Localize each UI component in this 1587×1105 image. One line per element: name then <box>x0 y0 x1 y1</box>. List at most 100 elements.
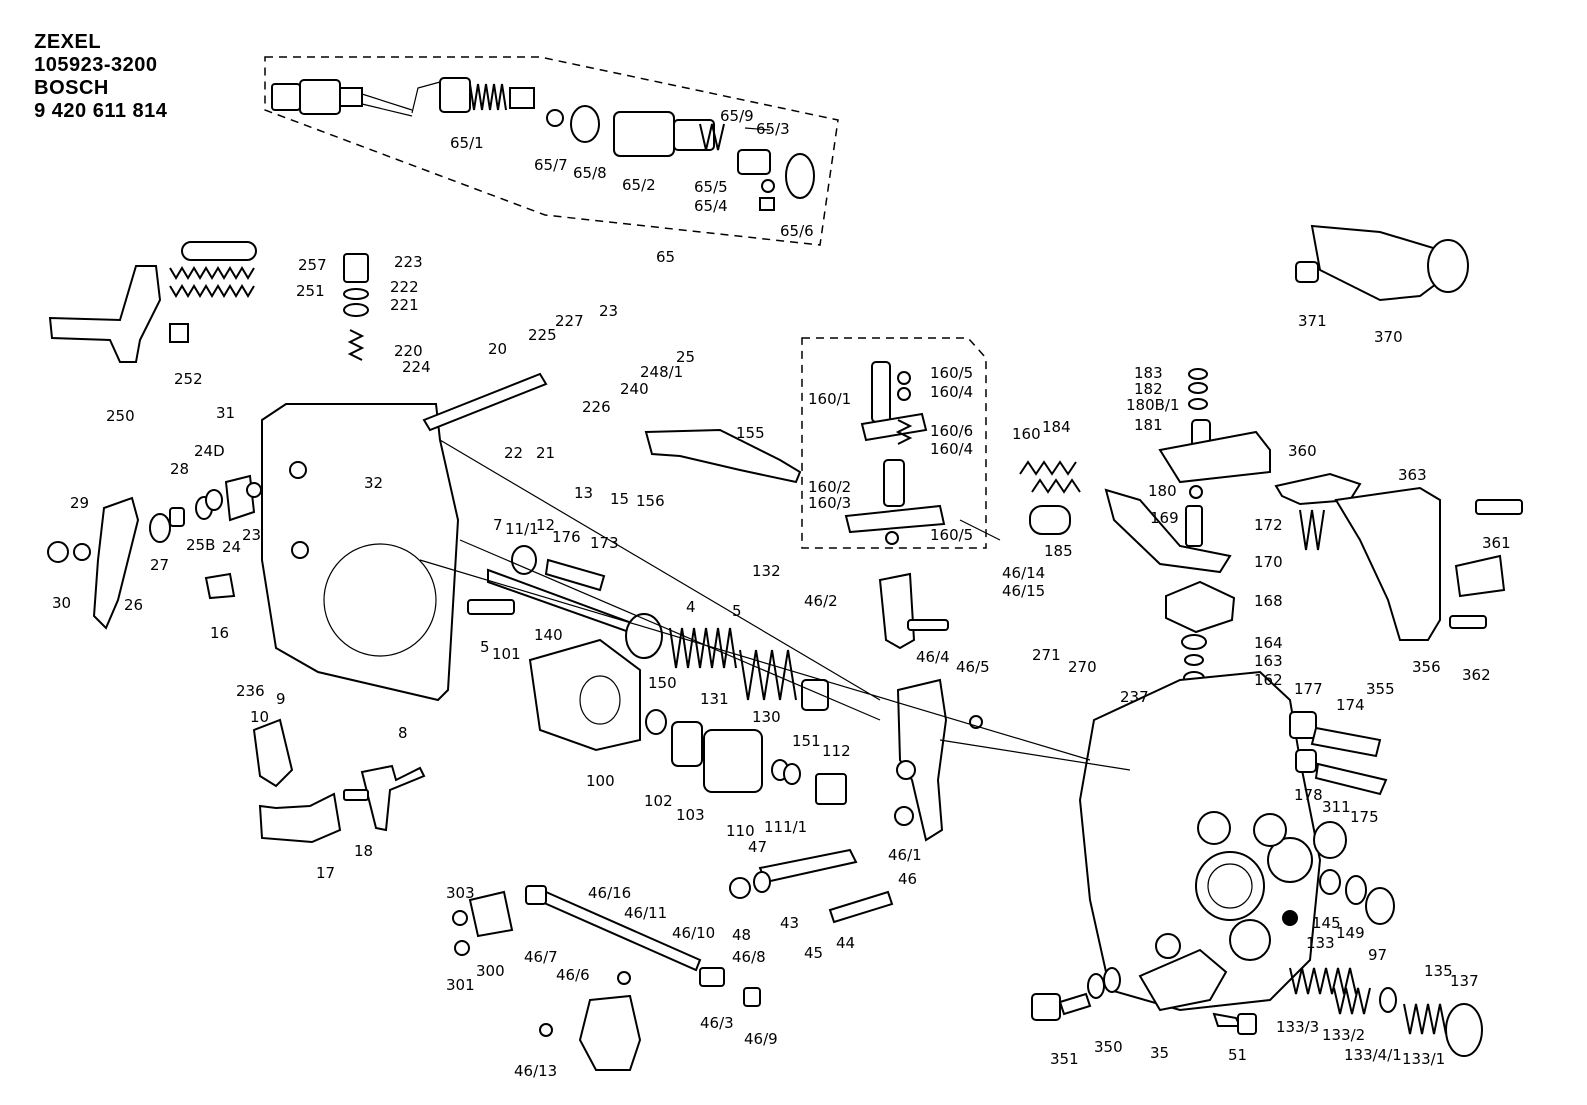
label-45: 45 <box>804 944 823 962</box>
label-145: 145 <box>1312 914 1341 932</box>
label-43: 43 <box>780 914 799 932</box>
label-162: 162 <box>1254 671 1283 689</box>
label-101: 101 <box>492 645 521 663</box>
label-156: 156 <box>636 492 665 510</box>
label-351: 351 <box>1050 1050 1079 1068</box>
label-160: 160 <box>1012 425 1041 443</box>
label-226: 226 <box>582 398 611 416</box>
label-46-15: 46/15 <box>1002 582 1045 600</box>
group-370-actuator <box>1295 224 1469 302</box>
label-370: 370 <box>1374 328 1403 346</box>
label-102: 102 <box>644 792 673 810</box>
label-46-11: 46/11 <box>624 904 667 922</box>
label-271: 271 <box>1032 646 1061 664</box>
label-22: 22 <box>504 444 523 462</box>
label-100: 100 <box>586 772 615 790</box>
label-48: 48 <box>732 926 751 944</box>
label-46-7: 46/7 <box>524 948 558 966</box>
label-18: 18 <box>354 842 373 860</box>
group-lever-26 <box>47 474 262 630</box>
label-46: 46 <box>898 870 917 888</box>
label-28: 28 <box>170 460 189 478</box>
label-65: 65 <box>656 248 675 266</box>
label-133-1: 133/1 <box>1402 1050 1445 1068</box>
label-311: 311 <box>1322 798 1351 816</box>
label-35: 35 <box>1150 1044 1169 1062</box>
label-175: 175 <box>1350 808 1379 826</box>
group-250-bracket <box>48 241 257 363</box>
label-270: 270 <box>1068 658 1097 676</box>
label-176: 176 <box>552 528 581 546</box>
label-112: 112 <box>822 742 851 760</box>
label-20: 20 <box>488 340 507 358</box>
label-222: 222 <box>390 278 419 296</box>
part-number-bosch: 9 420 611 814 <box>34 100 168 122</box>
label-137: 137 <box>1450 972 1479 990</box>
label-303: 303 <box>446 884 475 902</box>
label-250: 250 <box>106 407 135 425</box>
group-46-lever <box>729 572 983 924</box>
label-237: 237 <box>1120 688 1149 706</box>
label-363: 363 <box>1398 466 1427 484</box>
label-32: 32 <box>364 474 383 492</box>
label-31: 31 <box>216 404 235 422</box>
label-356: 356 <box>1412 658 1441 676</box>
label-180: 180 <box>1148 482 1177 500</box>
label-29: 29 <box>70 494 89 512</box>
label-181: 181 <box>1134 416 1163 434</box>
group-bottom-base <box>1031 948 1257 1035</box>
label-132: 132 <box>752 562 781 580</box>
label-46-6: 46/6 <box>556 966 590 984</box>
label-133-2: 133/2 <box>1322 1026 1365 1044</box>
label-97: 97 <box>1368 946 1387 964</box>
label-10: 10 <box>250 708 269 726</box>
label-25: 25 <box>676 348 695 366</box>
label-26: 26 <box>124 596 143 614</box>
label-221: 221 <box>390 296 419 314</box>
label-178: 178 <box>1294 786 1323 804</box>
label-23b: 23 <box>242 526 261 544</box>
group-184-springs <box>1019 460 1081 535</box>
label-46-4: 46/4 <box>916 648 950 666</box>
governor-flyweights-100 <box>528 638 847 805</box>
label-46-10: 46/10 <box>672 924 715 942</box>
group-bolts-right <box>1289 711 1388 796</box>
label-248-1: 248/1 <box>640 363 683 381</box>
label-227: 227 <box>555 312 584 330</box>
label-65-3: 65/3 <box>756 120 790 138</box>
group-65-solenoid <box>264 56 839 246</box>
label-151: 151 <box>792 732 821 750</box>
label-65-2: 65/2 <box>622 176 656 194</box>
label-110: 110 <box>726 822 755 840</box>
leader-lines <box>419 439 1131 771</box>
label-225: 225 <box>528 326 557 344</box>
label-65-7: 65/7 <box>534 156 568 174</box>
label-24: 24 <box>222 538 241 556</box>
label-65-5: 65/5 <box>694 178 728 196</box>
label-220: 220 <box>394 342 423 360</box>
label-46-9: 46/9 <box>744 1030 778 1048</box>
label-65-8: 65/8 <box>573 164 607 182</box>
label-177: 177 <box>1294 680 1323 698</box>
label-46-2: 46/2 <box>804 592 838 610</box>
label-5b: 5 <box>480 638 490 656</box>
part-number-zexel: 105923-3200 <box>34 54 158 76</box>
label-361: 361 <box>1482 534 1511 552</box>
label-184: 184 <box>1042 418 1071 436</box>
group-46-linkage <box>452 885 761 1071</box>
label-51: 51 <box>1228 1046 1247 1064</box>
label-130: 130 <box>752 708 781 726</box>
label-173: 173 <box>590 534 619 552</box>
group-180-stop <box>1104 368 1271 685</box>
label-21: 21 <box>536 444 555 462</box>
label-240: 240 <box>620 380 649 398</box>
label-160-4a: 160/4 <box>930 383 973 401</box>
label-47: 47 <box>748 838 767 856</box>
label-27: 27 <box>150 556 169 574</box>
label-5a: 5 <box>732 602 742 620</box>
label-155: 155 <box>736 424 765 442</box>
label-160-5b: 160/5 <box>930 526 973 544</box>
label-350: 350 <box>1094 1038 1123 1056</box>
label-46-16: 46/16 <box>588 884 631 902</box>
label-174: 174 <box>1336 696 1365 714</box>
